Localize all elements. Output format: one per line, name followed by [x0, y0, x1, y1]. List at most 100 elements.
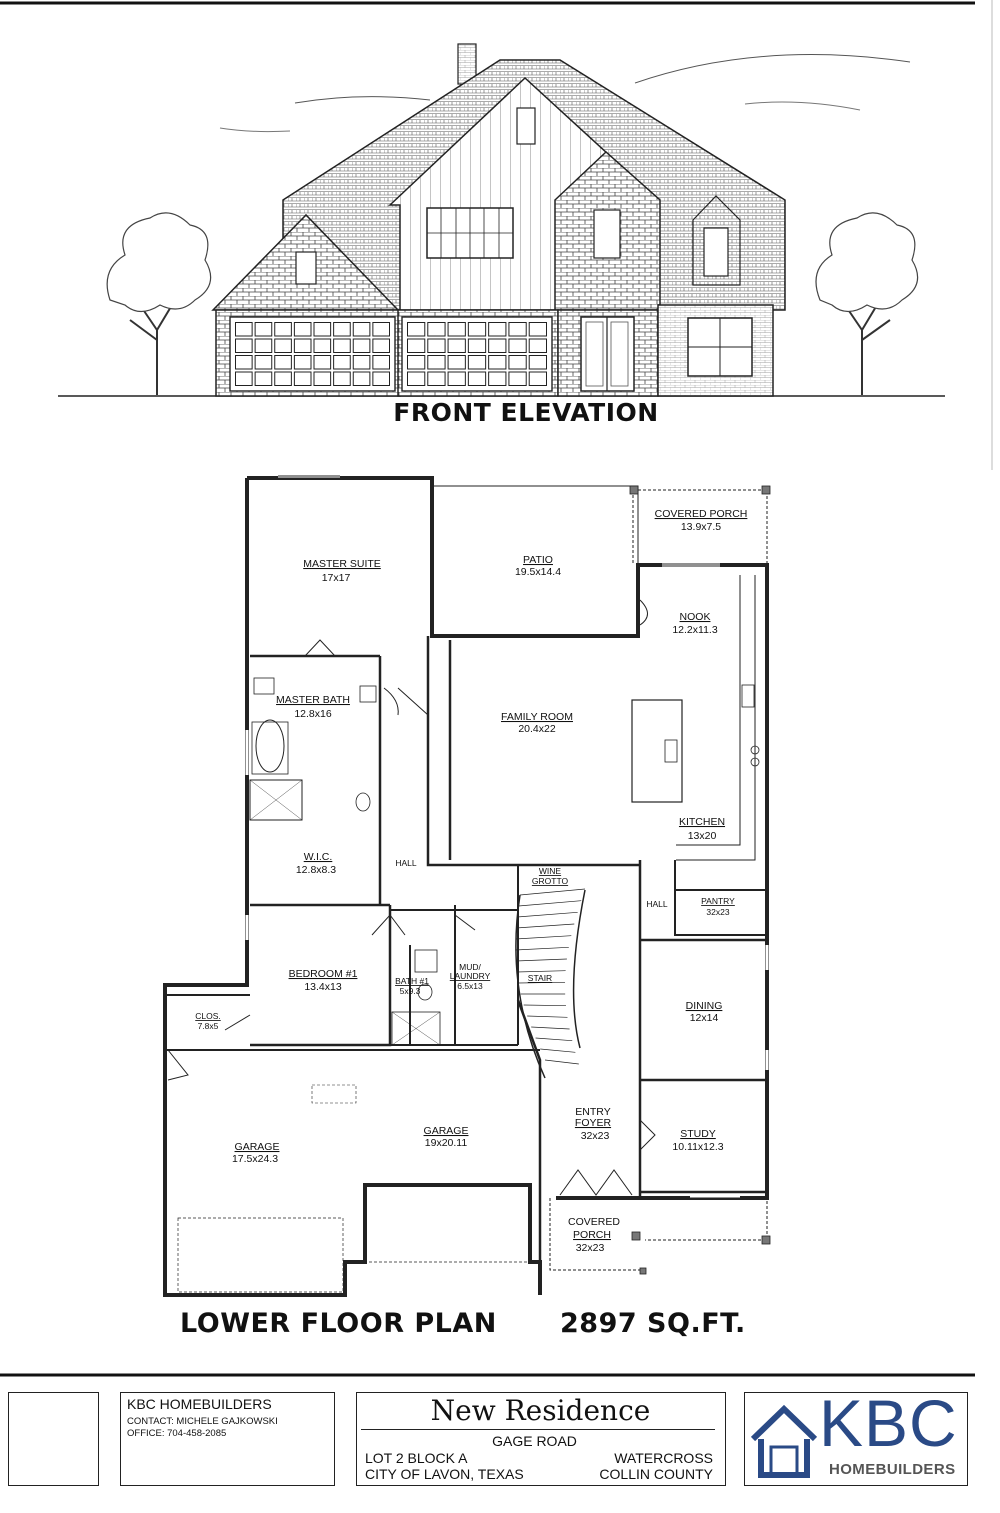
garage-door-panel: [508, 338, 527, 353]
garage-door-panel: [352, 355, 371, 370]
title-block-blank-box: [8, 1392, 99, 1486]
dormer-window: [703, 227, 729, 277]
garage-door-panel: [274, 338, 292, 353]
stair-tread: [516, 923, 575, 929]
stair-tread: [519, 888, 586, 896]
garage-door-panel: [235, 355, 253, 370]
pantry-size: 32x23: [706, 907, 729, 917]
project-city: CITY OF LAVON, TEXAS: [365, 1466, 524, 1482]
bath1-name: BATH #1: [395, 976, 429, 986]
floor-plan-area: 2897 SQ.FT.: [560, 1308, 746, 1339]
mud-laundry-size: 6.5x13: [457, 981, 483, 991]
stair-tread: [518, 981, 566, 984]
kitchen-island: [631, 699, 683, 803]
door-swing: [304, 639, 336, 657]
wic-size: 12.8x8.3: [296, 864, 336, 876]
closet-size: 7.8x5: [198, 1021, 219, 1031]
rear-porch-outline: [632, 489, 768, 565]
nook-name: NOOK: [680, 611, 711, 623]
stair-tread: [544, 1059, 579, 1065]
garage-right-name: GARAGE: [424, 1125, 469, 1137]
garage-door-panel: [254, 355, 273, 370]
house-logo-icon: [750, 1404, 818, 1478]
entry-foyer-name2: FOYER: [575, 1117, 612, 1129]
garage-door-panel: [235, 371, 253, 386]
tree-left: [106, 212, 212, 395]
garage-door-panel: [467, 322, 487, 337]
attic-window: [516, 107, 536, 145]
entry-foyer-size: 32x23: [581, 1130, 610, 1142]
stair-tread: [531, 1026, 570, 1030]
covered-porch-front-size: 32x23: [576, 1242, 605, 1254]
door-swing: [224, 1014, 251, 1031]
drawing-svg: MASTER SUITE 17x17 PATIO 19.5x14.4 COVER…: [0, 0, 993, 1377]
master-suite-size: 17x17: [322, 572, 351, 584]
front-window: [687, 317, 753, 377]
dining-size: 12x14: [690, 1012, 719, 1024]
mud-laundry-name2: LAUNDRY: [450, 971, 491, 981]
interior-wall: [426, 636, 640, 867]
door-swing: [371, 914, 406, 936]
bathtub: [255, 719, 285, 773]
stair-tread: [515, 946, 569, 951]
garage-door-panel: [274, 322, 292, 337]
interior-wall: [165, 994, 540, 1051]
front-elevation: [58, 43, 945, 397]
stair-tread: [535, 1037, 573, 1042]
garage-door-panel: [407, 371, 426, 386]
patio-size: 19.5x14.4: [515, 566, 561, 578]
garage-door-panel: [352, 338, 371, 353]
project-road: GAGE ROAD: [492, 1433, 577, 1449]
hall-right-name: HALL: [646, 899, 668, 909]
pantry-name: PANTRY: [701, 896, 735, 906]
garage-door-panel: [372, 371, 390, 386]
family-room-size: 20.4x22: [518, 723, 556, 735]
study-size: 10.11x12.3: [672, 1141, 723, 1153]
garage-door-panel: [528, 338, 548, 353]
wic-name: W.I.C.: [304, 851, 333, 863]
garage-left-size: 17.5x24.3: [232, 1153, 278, 1165]
garage-door-panel: [407, 355, 426, 370]
cloud-line: [294, 96, 431, 104]
bedroom1-name: BEDROOM #1: [289, 968, 358, 980]
covered-porch-rear-name: COVERED PORCH: [655, 508, 748, 520]
garage-door-right: [401, 316, 553, 392]
garage-door-panel: [488, 371, 507, 386]
stair-tread: [516, 970, 566, 973]
garage-door-panel: [528, 355, 548, 370]
garage-door-panel: [488, 338, 507, 353]
garage-door-panel: [372, 338, 390, 353]
garage-right-size: 19x20.11: [425, 1137, 468, 1149]
garage-door-panel: [528, 371, 548, 386]
garage-left-name: GARAGE: [235, 1141, 280, 1153]
garage-door-panel: [372, 355, 390, 370]
logo-subtitle: HOMEBUILDERS: [829, 1461, 956, 1478]
builder-office: OFFICE: 704-458-2085: [127, 1428, 227, 1439]
garage-door-panel: [274, 371, 292, 386]
stair-tread: [527, 1015, 568, 1018]
logo-letters: KBC: [819, 1386, 958, 1460]
interior-wall: [390, 865, 519, 1046]
garage-door-panel: [333, 322, 351, 337]
interior-wall: [250, 654, 392, 1047]
garage-door-panel: [427, 371, 446, 386]
garage-door-panel: [467, 371, 487, 386]
project-lot: LOT 2 BLOCK A: [365, 1450, 468, 1466]
floor-plan-title: LOWER FLOOR PLAN: [180, 1308, 497, 1339]
cloud-line: [744, 101, 861, 111]
builder-contact: CONTACT: MICHELE GAJKOWSKI: [127, 1416, 278, 1427]
study-name: STUDY: [680, 1128, 716, 1140]
garage-door-panel: [293, 322, 312, 337]
garage-door-panel: [235, 322, 253, 337]
garage-door-panel: [352, 371, 371, 386]
tower-window: [593, 209, 621, 259]
garage-door-panel: [333, 338, 351, 353]
garage-door-panel: [293, 371, 312, 386]
project-subdivision: WATERCROSS: [614, 1450, 713, 1466]
cloud-line: [219, 127, 291, 133]
covered-porch-front-name: COVERED: [568, 1216, 620, 1228]
kitchen-size: 13x20: [688, 830, 717, 842]
stair-tread: [540, 1048, 576, 1053]
garage-door-panel: [447, 355, 466, 370]
